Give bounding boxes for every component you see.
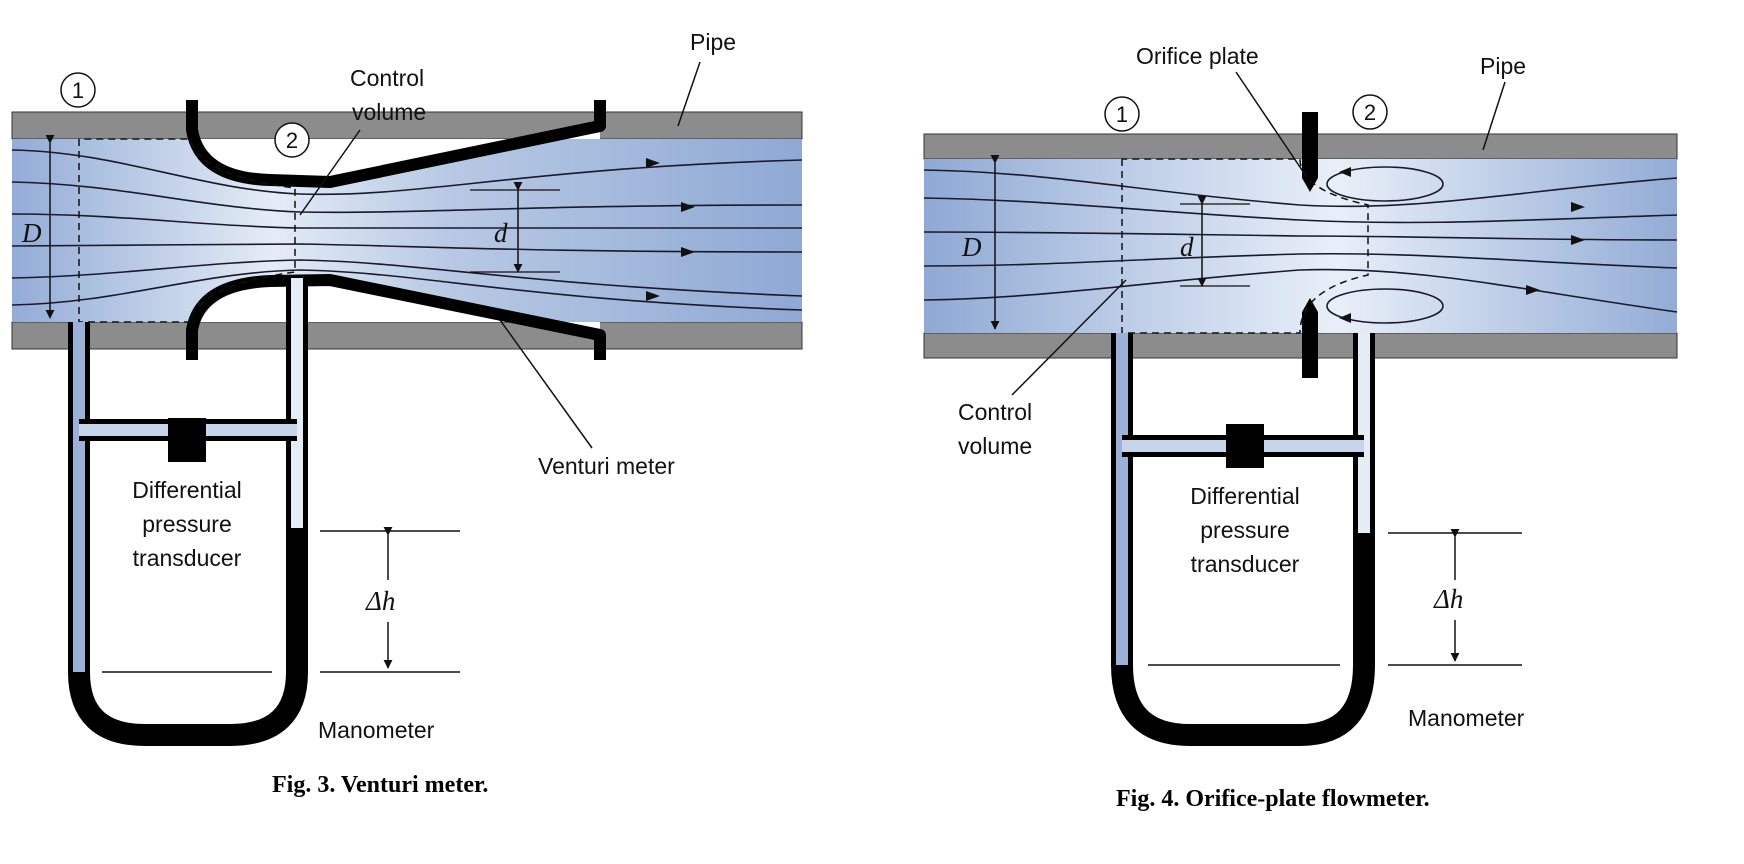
venturi-cv-label-1: Control [350, 65, 424, 91]
orifice-station-2-label: 2 [1364, 100, 1376, 125]
orifice-fluid [924, 159, 1677, 333]
orifice-transducer-label-1: Differential [1190, 483, 1300, 509]
venturi-flow-arrows [646, 158, 695, 301]
orifice-cv-leader [1011, 279, 1127, 396]
venturi-manometer-label: Manometer [318, 717, 435, 743]
venturi-streamlines [11, 149, 803, 311]
fig4-caption: Fig. 4. Orifice-plate flowmeter. [1116, 786, 1430, 812]
venturi-station-2-circle [274, 122, 310, 158]
orifice-manometer-label: Manometer [1408, 705, 1525, 731]
venturi-figure: 1 2 Pipe Control volume D d Venturi mete… [11, 29, 803, 746]
venturi-pipe-leader [677, 61, 701, 127]
orifice-D-label: D [961, 232, 982, 262]
orifice-pipe-top-wall [923, 133, 1678, 160]
orifice-plate-label: Orifice plate [1136, 43, 1259, 69]
orifice-station-1-label: 1 [1116, 102, 1128, 127]
orifice-pipe-leader [1482, 81, 1506, 151]
orifice-transducer-label-3: transducer [1191, 551, 1300, 577]
orifice-plate-leader [1235, 71, 1307, 177]
venturi-transducer-label-1: Differential [132, 477, 242, 503]
venturi-cv-leader [299, 129, 361, 216]
orifice-vortex-bottom [1326, 288, 1444, 324]
venturi-transducer-label-3: transducer [133, 545, 242, 571]
orifice-vortex-top [1326, 166, 1444, 202]
orifice-streamlines [923, 169, 1678, 313]
orifice-delta-h-label: Δh [1433, 584, 1463, 614]
venturi-transducer-block [168, 418, 206, 462]
fig3-caption: Fig. 3. Venturi meter. [272, 772, 489, 798]
venturi-cv-label-2: volume [352, 99, 426, 125]
venturi-station-2-label: 2 [286, 128, 298, 153]
orifice-transducer-label-2: pressure [1200, 517, 1289, 543]
orifice-pipe-label: Pipe [1480, 53, 1526, 79]
orifice-figure: 1 2 Orifice plate Pipe D d Control volum… [923, 43, 1678, 746]
venturi-meter-leader [499, 319, 593, 449]
pipe-top-wall [11, 111, 803, 140]
orifice-manometer [1111, 333, 1375, 746]
orifice-cv-label-1: Control [958, 399, 1032, 425]
venturi-d-label: d [494, 218, 508, 248]
orifice-plate-bottom [1302, 298, 1318, 378]
venturi-pipe-label: Pipe [690, 29, 736, 55]
orifice-pipe-bottom-wall [923, 332, 1678, 359]
orifice-d-label: d [1180, 232, 1194, 262]
venturi-station-1-circle [60, 72, 96, 108]
venturi-manometer [68, 278, 308, 746]
venturi-transducer-label-2: pressure [142, 511, 231, 537]
orifice-plate-top [1302, 112, 1318, 192]
orifice-transducer-block [1226, 424, 1264, 468]
venturi-meter-label: Venturi meter [538, 453, 675, 479]
venturi-D-label: D [21, 218, 42, 248]
venturi-station-1-label: 1 [72, 78, 84, 103]
venturi-delta-h-label: Δh [365, 586, 395, 616]
orifice-flow-arrows [1339, 167, 1585, 323]
orifice-cv-label-2: volume [958, 433, 1032, 459]
orifice-station-2-circle [1352, 94, 1388, 130]
pipe-bottom-wall [11, 321, 803, 350]
venturi-upper-wall [186, 100, 606, 188]
orifice-station-1-circle [1104, 96, 1140, 132]
